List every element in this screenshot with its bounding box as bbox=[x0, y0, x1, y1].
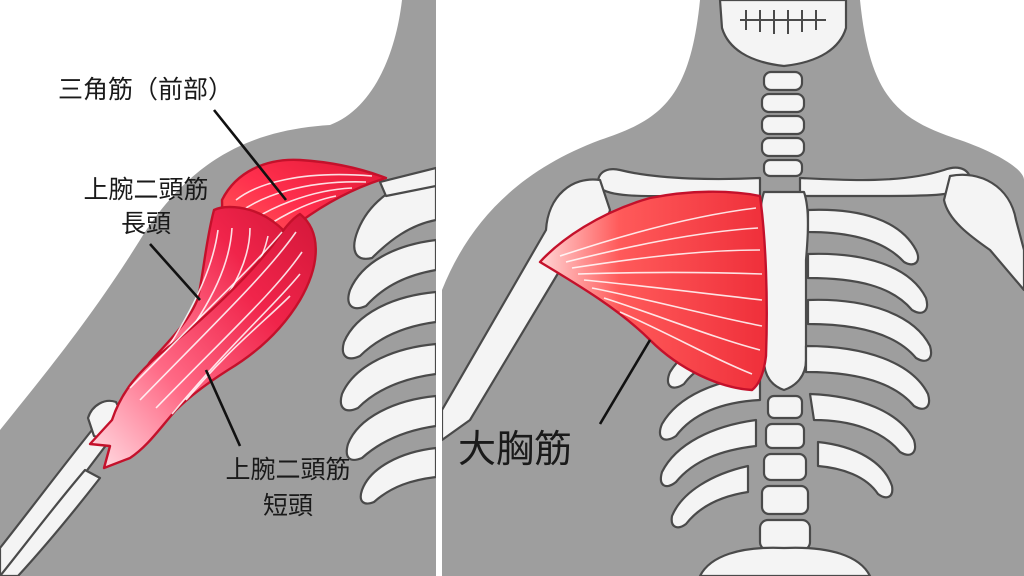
label-biceps-long-line1: 上腕二頭筋 bbox=[83, 175, 208, 204]
lower-spine bbox=[758, 394, 812, 552]
ribcage-right bbox=[804, 208, 933, 499]
left-panel bbox=[0, 0, 436, 576]
label-pectoralis-major: 大胸筋 bbox=[458, 427, 572, 471]
pectoralis-major-muscle bbox=[538, 190, 768, 392]
leader-pectoralis bbox=[598, 339, 652, 425]
leader-biceps-long bbox=[149, 243, 201, 301]
panel-divider bbox=[436, 0, 442, 576]
label-biceps-short-line2: 短頭 bbox=[263, 491, 313, 520]
cervical-spine bbox=[760, 70, 806, 178]
skull-icon bbox=[718, 0, 848, 68]
label-deltoid-anterior: 三角筋（前部） bbox=[58, 75, 233, 104]
label-biceps-short-line1: 上腕二頭筋 bbox=[225, 455, 350, 484]
leader-biceps-short bbox=[204, 369, 242, 447]
labels: 三角筋（前部） 上腕二頭筋 長頭 上腕二頭筋 短頭 大胸筋 bbox=[58, 75, 572, 520]
label-biceps-long-line2: 長頭 bbox=[121, 209, 171, 238]
humerus-right bbox=[942, 173, 1024, 292]
ribcage-left bbox=[339, 166, 436, 505]
leader-deltoid bbox=[212, 109, 288, 201]
pelvis bbox=[698, 546, 872, 576]
biceps-short-head-muscle bbox=[88, 212, 317, 470]
right-panel bbox=[442, 0, 1024, 576]
